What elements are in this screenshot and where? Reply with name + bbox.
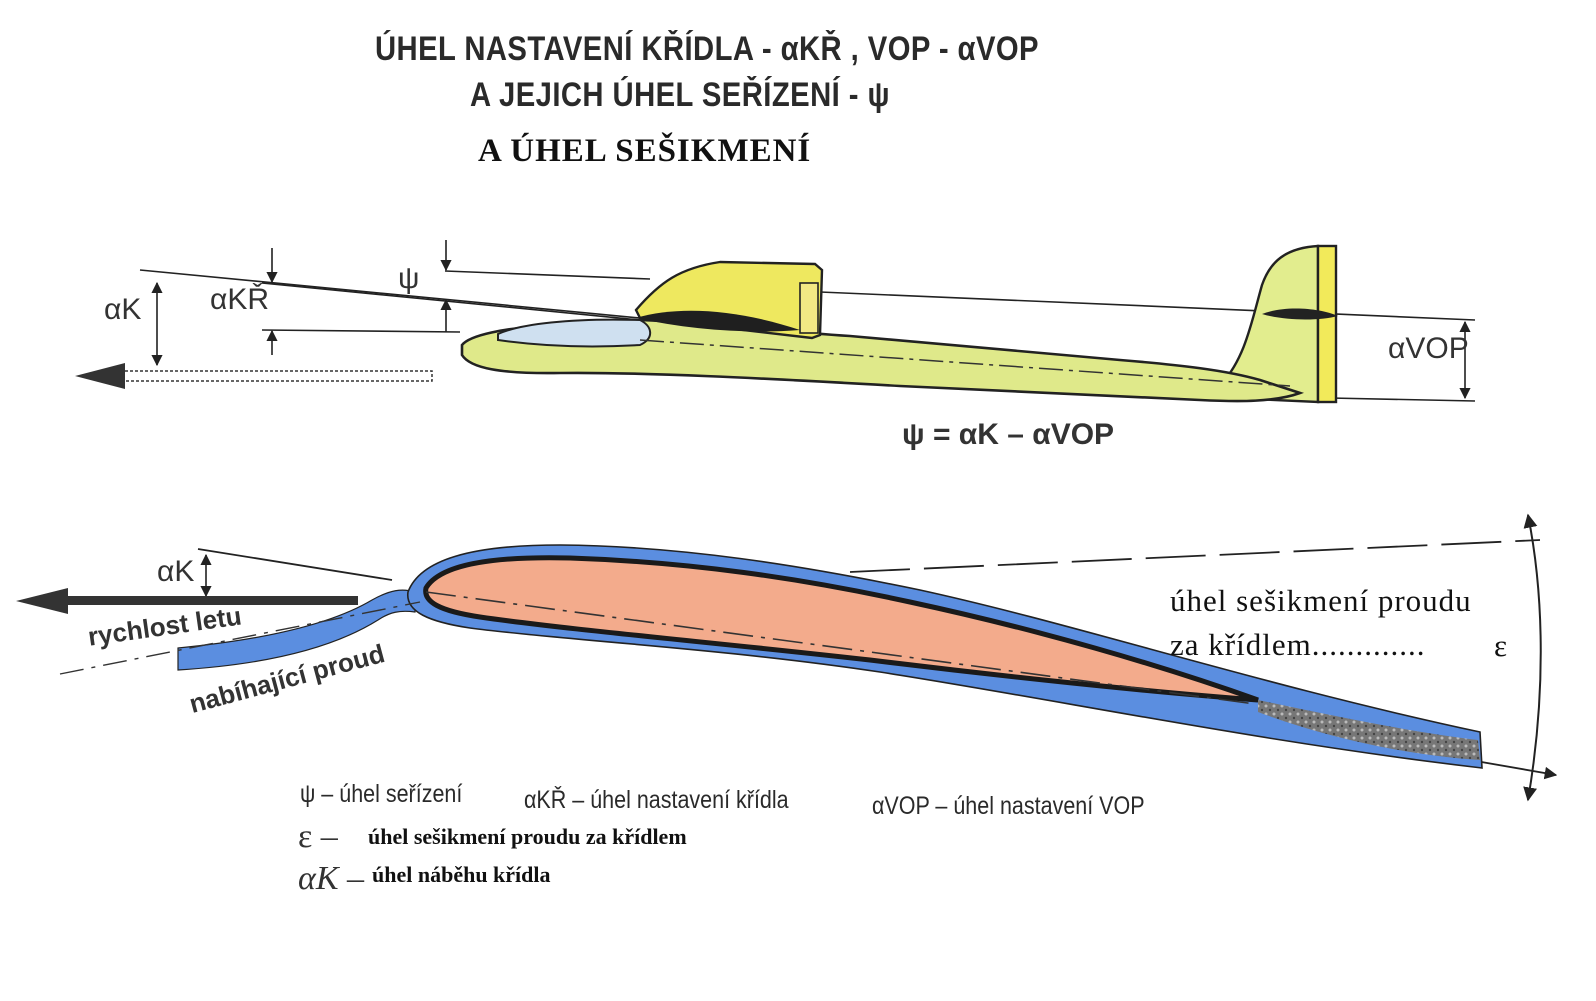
legend-alpha-k-symbol: αK –	[298, 860, 365, 897]
glider-fin	[1218, 244, 1320, 404]
title-line-2: A JEJICH ÚHEL SEŘÍZENÍ - ψ	[470, 76, 890, 114]
legend-alpha-k-text: úhel náběhu křídla	[372, 862, 551, 887]
wing-root-airfoil	[636, 310, 800, 332]
title-line-3: A ÚHEL SEŠIKMENÍ	[478, 133, 812, 169]
airfoil-chord-line	[425, 591, 1256, 705]
downwash-line	[1469, 759, 1558, 780]
fuselage-centre-line	[639, 339, 1291, 387]
legend-alpha-vop: αVOP – úhel nastavení VOP	[872, 792, 1145, 820]
alpha-vop-label: αVOP	[1388, 332, 1469, 365]
alpha-kr-lower-line	[261, 329, 461, 333]
alpha-kr-label: αKŘ	[210, 283, 270, 316]
glider-diagram	[75, 240, 1476, 404]
airfoil-diagram	[16, 513, 1558, 802]
wing-aileron	[799, 282, 819, 334]
airfoil-alpha-k-label: αK	[157, 555, 195, 588]
airfoil-wake	[1258, 700, 1480, 760]
flight-direction-arrow	[75, 363, 433, 389]
alpha-k-reference-line	[139, 269, 661, 321]
downwash-label-line-2: za křídlem.............	[1170, 627, 1426, 662]
psi-formula: ψ = αK – αVOP	[902, 418, 1115, 451]
incoming-flow-centre-line	[59, 601, 421, 675]
alpha-kr-upper-line	[261, 282, 661, 323]
psi-label: ψ	[398, 262, 420, 295]
flight-speed-arrow	[16, 588, 358, 614]
epsilon-arc	[1523, 513, 1542, 802]
legend-epsilon-text: úhel sešikmení proudu za křídlem	[368, 824, 687, 849]
psi-upper-line	[444, 270, 651, 280]
airfoil-body	[423, 555, 1259, 703]
legend-alpha-kr: αKŘ – úhel nastavení křídla	[524, 786, 789, 814]
legend-psi: ψ – úhel seřízení	[300, 780, 463, 808]
glider-rudder	[1316, 244, 1338, 404]
axis-line	[1329, 397, 1476, 402]
alpha-k-chord-line	[197, 548, 393, 581]
legend-epsilon-symbol: ε –	[298, 818, 338, 855]
free-stream-line	[849, 539, 1541, 573]
stabilizer-section	[1262, 308, 1338, 320]
incoming-flow-stream	[177, 589, 416, 671]
title-line-1: ÚHEL NASTAVENÍ KŘÍDLA - αKŘ , VOP - αVOP	[375, 30, 1040, 68]
epsilon-label: ε	[1494, 628, 1509, 663]
alpha-k-label: αK	[104, 293, 142, 326]
downwash-label-line-1: úhel sešikmení proudu	[1170, 583, 1472, 618]
tail-reference-line	[819, 291, 1476, 321]
glider-canopy	[497, 318, 652, 348]
